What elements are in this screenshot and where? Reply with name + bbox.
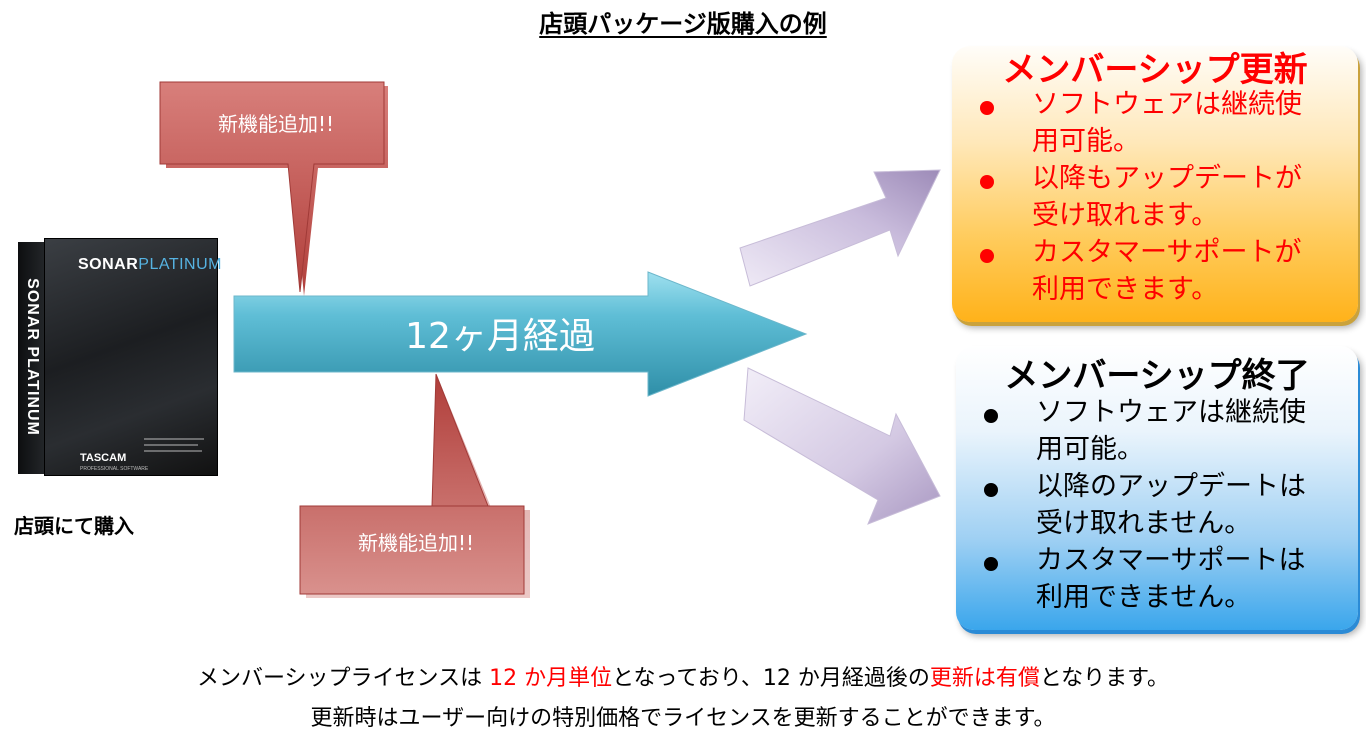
- product-spine-text: SONAR PLATINUM: [24, 278, 41, 436]
- bullet-icon: [984, 557, 998, 571]
- list-item: ソフトウェアは継続使用可能。: [956, 394, 1336, 468]
- list-item: カスタマーサポートが利用できます。: [952, 234, 1332, 308]
- membership-end-panel: メンバーシップ終了 ソフトウェアは継続使用可能。 以降のアップデートは受け取れま…: [956, 346, 1358, 630]
- product-box-image: SONAR PLATINUM SONARPLATINUM TASCAM PROF…: [18, 232, 222, 482]
- product-caption: 店頭にて購入: [14, 514, 134, 538]
- product-maker: TASCAM: [80, 452, 127, 464]
- callout-new-features-bottom: 新機能追加!!: [357, 531, 475, 555]
- membership-renew-panel: メンバーシップ更新 ソフトウェアは継続使用可能。 以降もアップデートが受け取れま…: [952, 46, 1358, 322]
- callout-new-features-top: 新機能追加!!: [217, 112, 335, 136]
- list-item: カスタマーサポートは利用できません。: [956, 542, 1336, 616]
- product-brand: SONARPLATINUM: [78, 256, 222, 274]
- list-item: 以降のアップデートは受け取れません。: [956, 468, 1336, 542]
- page-title: 店頭パッケージ版購入の例: [539, 10, 827, 38]
- renew-panel-title: メンバーシップ更新: [1002, 50, 1308, 90]
- footer-line-2: 更新時はユーザー向けの特別価格でライセンスを更新することができます。: [310, 706, 1056, 731]
- end-panel-title: メンバーシップ終了: [1004, 356, 1310, 396]
- end-list: ソフトウェアは継続使用可能。 以降のアップデートは受け取れません。 カスタマーサ…: [956, 394, 1336, 616]
- footer-line-1: メンバーシップライセンスは 12 か月単位となっており、12 か月経過後の更新は…: [197, 666, 1169, 691]
- main-arrow-label: 12ヶ月経過: [405, 316, 595, 357]
- bullet-icon: [980, 175, 994, 189]
- list-item: 以降もアップデートが受け取れます。: [952, 160, 1332, 234]
- bullet-icon: [984, 483, 998, 497]
- product-maker-sub: PROFESSIONAL SOFTWARE: [80, 466, 149, 472]
- product-box-spine: SONAR PLATINUM: [18, 242, 46, 474]
- product-brand-accent: PLATINUM: [138, 256, 222, 273]
- arrow-to-renew: [739, 169, 941, 287]
- product-brand-main: SONAR: [78, 256, 139, 273]
- bullet-icon: [984, 409, 998, 423]
- bullet-icon: [980, 249, 994, 263]
- list-item: ソフトウェアは継続使用可能。: [952, 86, 1332, 160]
- main-arrow: [233, 271, 808, 397]
- bullet-icon: [980, 101, 994, 115]
- renew-list: ソフトウェアは継続使用可能。 以降もアップデートが受け取れます。 カスタマーサポ…: [952, 86, 1332, 308]
- arrow-to-end: [743, 367, 941, 525]
- product-box-front: [44, 238, 218, 476]
